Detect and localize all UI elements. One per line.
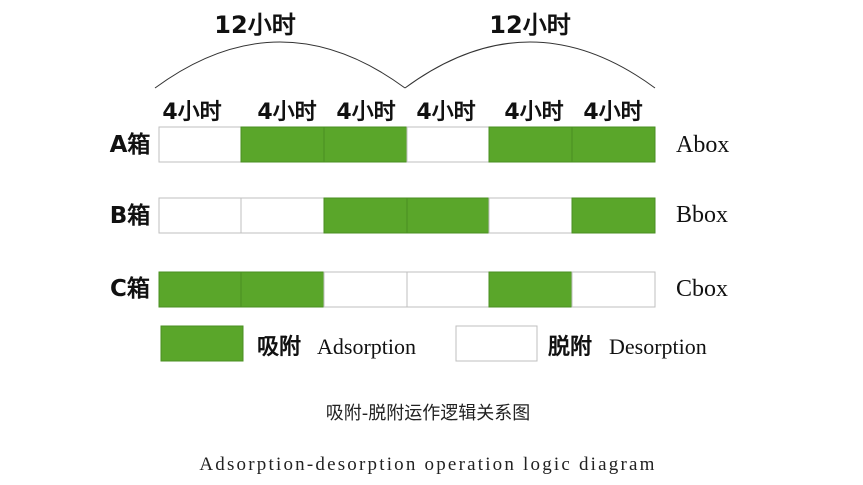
- period-arc-1: [154, 41, 406, 89]
- row-label-c: C箱: [110, 275, 150, 302]
- segment-label-2: 4小时: [257, 100, 316, 125]
- cell-b-3-adsorption: [323, 197, 408, 234]
- legend-adsorption-swatch: [160, 325, 244, 362]
- cell-a-6-adsorption: [571, 126, 656, 163]
- row-en-b: Bbox: [676, 202, 728, 228]
- cell-a-4-desorption: [406, 126, 490, 163]
- cell-a-3-adsorption: [323, 126, 408, 163]
- segment-label-4: 4小时: [416, 100, 475, 125]
- cell-c-3-desorption: [323, 271, 408, 308]
- cell-a-2-adsorption: [240, 126, 325, 163]
- row-label-b: B箱: [110, 202, 151, 229]
- row-en-a: Abox: [676, 132, 729, 158]
- segment-label-1: 4小时: [162, 100, 221, 125]
- timeline-cells: [158, 126, 656, 308]
- cell-b-4-adsorption: [406, 197, 490, 234]
- cell-c-5-adsorption: [488, 271, 573, 308]
- legend-desorption-en: Desorption: [609, 334, 707, 359]
- caption-en: Adsorption-desorption operation logic di…: [199, 454, 656, 475]
- legend-adsorption-cn: 吸附: [257, 334, 301, 360]
- row-label-a: A箱: [110, 131, 151, 158]
- period-arc-2: [404, 41, 656, 89]
- cell-a-5-adsorption: [488, 126, 573, 163]
- cell-c-4-desorption: [406, 271, 490, 308]
- legend-desorption-cn: 脱附: [548, 334, 592, 360]
- cell-a-1-desorption: [158, 126, 242, 163]
- segment-label-5: 4小时: [504, 100, 563, 125]
- cell-b-6-adsorption: [571, 197, 656, 234]
- legend-desorption-swatch: [455, 325, 538, 362]
- legend-adsorption-en: Adsorption: [317, 334, 416, 359]
- cell-c-1-adsorption: [158, 271, 242, 308]
- cell-b-2-desorption: [240, 197, 325, 234]
- cell-c-6-desorption: [571, 271, 656, 308]
- period-label-2: 12小时: [489, 11, 570, 39]
- cell-c-2-adsorption: [240, 271, 325, 308]
- row-en-c: Cbox: [676, 276, 728, 302]
- cell-b-1-desorption: [158, 197, 242, 234]
- caption-cn: 吸附-脱附运作逻辑关系图: [326, 403, 531, 424]
- cell-b-5-desorption: [488, 197, 573, 234]
- segment-label-6: 4小时: [583, 100, 642, 125]
- period-label-1: 12小时: [214, 11, 295, 39]
- segment-label-3: 4小时: [336, 100, 395, 125]
